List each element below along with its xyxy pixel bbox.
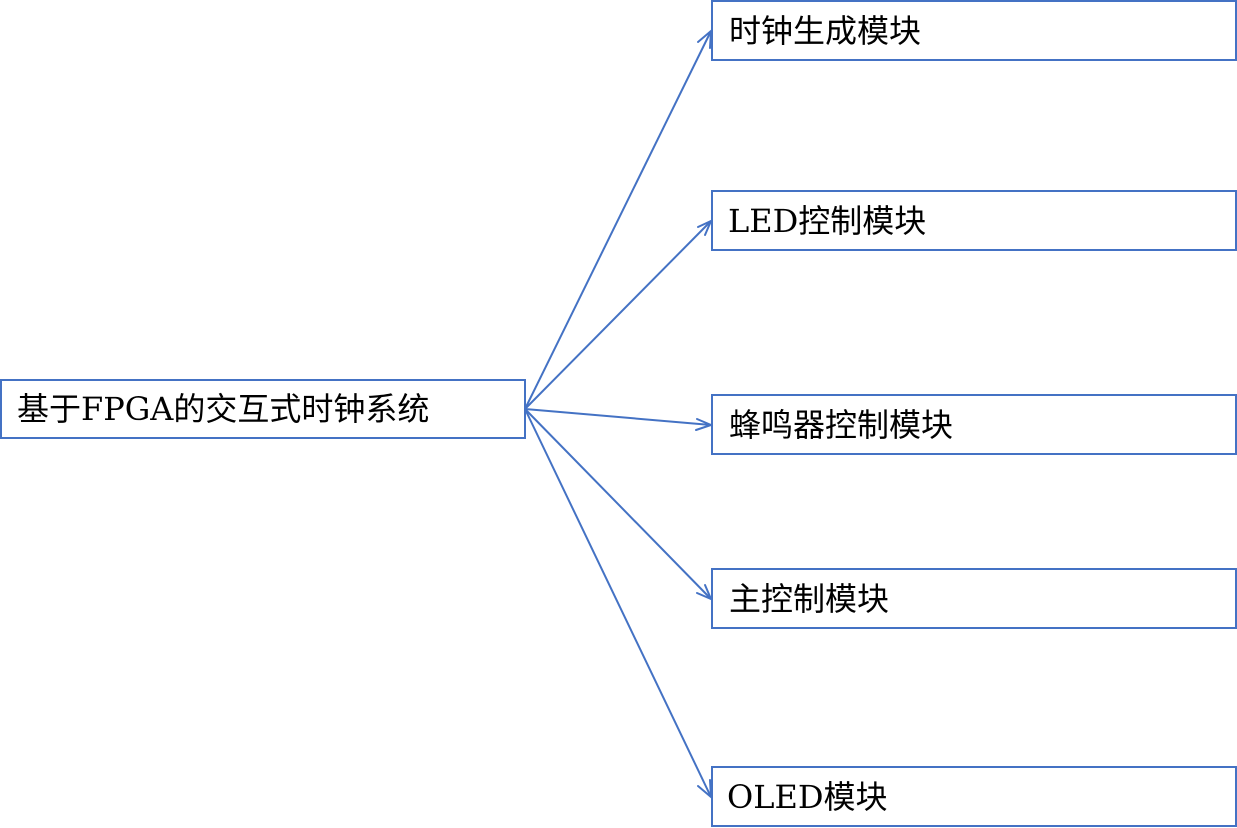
child-node-label: 时钟生成模块 — [729, 12, 921, 50]
child-node-led-control: LED控制模块 — [711, 190, 1237, 251]
connector-clock-gen — [524, 30, 712, 410]
child-node-box — [711, 766, 1237, 827]
child-node-box — [711, 568, 1237, 629]
root-node-label: 基于FPGA的交互式时钟系统 — [17, 390, 429, 428]
child-node-clock-gen: 时钟生成模块 — [711, 0, 1237, 61]
root-node: 基于FPGA的交互式时钟系统 — [0, 379, 526, 439]
child-node-box — [711, 394, 1237, 455]
connector-main-control — [524, 408, 712, 600]
child-node-label: 蜂鸣器控制模块 — [729, 406, 953, 444]
child-node-label: OLED模块 — [727, 778, 888, 816]
child-node-main-control: 主控制模块 — [711, 568, 1237, 629]
child-node-box — [711, 0, 1237, 61]
connectors — [524, 28, 714, 800]
child-node-label: LED控制模块 — [728, 202, 926, 240]
connector-led-control — [524, 220, 712, 410]
child-node-label: 主控制模块 — [729, 580, 889, 618]
child-node-buzzer-control: 蜂鸣器控制模块 — [711, 394, 1237, 455]
connector-oled — [524, 408, 712, 798]
root-node-box — [0, 379, 526, 439]
child-node-oled: OLED模块 — [711, 766, 1237, 827]
connector-buzzer-control — [524, 408, 712, 426]
child-node-box — [711, 190, 1237, 251]
